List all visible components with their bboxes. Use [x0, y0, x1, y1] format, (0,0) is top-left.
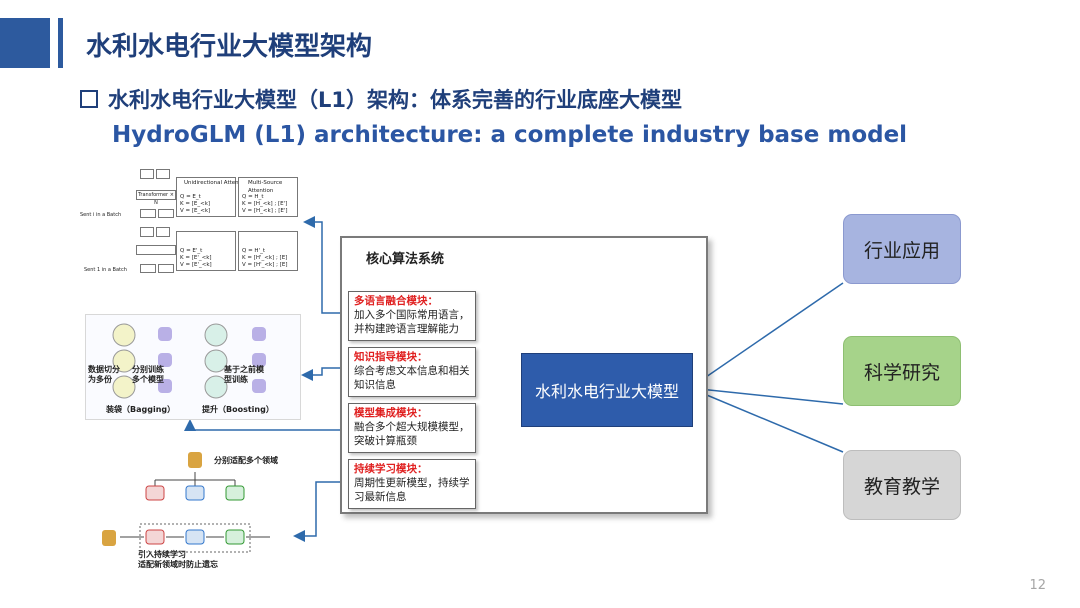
page-title: 水利水电行业大模型架构	[86, 32, 373, 62]
sent-i-label: Sent i in a Batch	[80, 212, 122, 218]
module-desc: 周期性更新模型，持续学	[354, 477, 470, 489]
attention-formula: Q = E_t	[180, 194, 201, 200]
bullet-square-icon	[80, 90, 98, 108]
token-box	[140, 227, 154, 237]
attention-formula: K = [H_<k] ; [E']	[242, 201, 288, 207]
continual-label: 适配新领域时防止遗忘	[138, 560, 218, 569]
multi-source-attention-box	[238, 231, 298, 271]
attention-diagram: Transformer × N Sent i in a Batch Unidir…	[80, 165, 300, 280]
module-title: 知识指导模块：	[354, 351, 428, 363]
module-continual-learning: 持续学习模块： 周期性更新模型，持续学 习最新信息	[348, 459, 476, 509]
token-box	[158, 264, 174, 273]
multi-source-attention-box	[238, 177, 298, 217]
hydro-model-box: 水利水电行业大模型	[521, 353, 693, 427]
module-desc: 融合多个超大规模模型，	[354, 421, 470, 433]
app-research: 科学研究	[843, 336, 961, 406]
subtitle-chinese: 水利水电行业大模型（L1）架构：体系完善的行业底座大模型	[108, 88, 682, 112]
app-industry: 行业应用	[843, 214, 961, 284]
module-desc: 知识信息	[354, 379, 396, 391]
unidirectional-attention-box	[176, 231, 236, 271]
sent-1-label: Sent 1 in a Batch	[84, 267, 127, 273]
token-box	[140, 264, 156, 273]
header-accent-bar	[58, 18, 63, 68]
ensemble-label: 基于之前模型训练	[224, 365, 264, 384]
attention-formula: Q = H'_t	[242, 248, 265, 254]
module-desc: 加入多个国际常用语言，	[354, 309, 470, 321]
token-box	[156, 227, 170, 237]
module-title: 模型集成模块：	[354, 407, 428, 419]
boosting-label: 提升（Boosting）	[202, 405, 274, 414]
attention-formula: K = [E_<k]	[180, 201, 211, 207]
continual-learning-illustration	[102, 452, 270, 553]
attention-formula: K = [E'_<k]	[180, 255, 212, 261]
core-system-title: 核心算法系统	[366, 252, 445, 267]
attention-label: Multi-Source Attention	[248, 180, 283, 194]
module-title: 持续学习模块：	[354, 463, 428, 475]
attention-formula: V = [H'_<k] ; [E]	[242, 262, 288, 268]
module-multilingual: 多语言融合模块： 加入多个国际常用语言， 并构建跨语言理解能力	[348, 291, 476, 341]
continual-label: 引入持续学习	[138, 550, 186, 559]
module-desc: 综合考虑文本信息和相关	[354, 365, 470, 377]
attention-formula: V = [H_<k] ; [E']	[242, 208, 288, 214]
token-box	[158, 209, 174, 218]
app-education: 教育教学	[843, 450, 961, 520]
attention-formula: Q = E'_t	[180, 248, 203, 254]
module-desc: 并构建跨语言理解能力	[354, 323, 459, 335]
transformer-block: Transformer × N	[136, 190, 176, 206]
attention-formula: V = [E'_<k]	[180, 262, 212, 268]
ensemble-label: 数据切分为多份	[88, 365, 120, 384]
module-desc: 突破计算瓶颈	[354, 435, 417, 447]
token-box	[140, 209, 156, 218]
subtitle-english: HydroGLM (L1) architecture: a complete i…	[112, 122, 908, 148]
module-desc: 习最新信息	[354, 491, 407, 503]
continual-learning-diagram: 分别适配多个领域 引入持续学习 适配新领域时防止遗忘	[100, 448, 300, 570]
token-box	[140, 169, 154, 179]
bagging-label: 装袋（Bagging）	[106, 405, 176, 414]
page-number: 12	[1029, 578, 1046, 593]
ensemble-illustration	[112, 323, 266, 399]
transformer-block	[136, 245, 176, 255]
core-algorithm-system: 核心算法系统 多语言融合模块： 加入多个国际常用语言， 并构建跨语言理解能力 知…	[340, 236, 708, 514]
module-ensemble: 模型集成模块： 融合多个超大规模模型， 突破计算瓶颈	[348, 403, 476, 453]
ensemble-diagram: 数据切分为多份 分别训练多个模型 基于之前模型训练 装袋（Bagging） 提升…	[85, 314, 301, 420]
module-knowledge: 知识指导模块： 综合考虑文本信息和相关 知识信息	[348, 347, 476, 397]
header-accent-block	[0, 18, 50, 68]
continual-label: 分别适配多个领域	[214, 456, 278, 465]
attention-formula: Q = H_t	[242, 194, 264, 200]
attention-label: Unidirectional Attention	[184, 180, 250, 186]
token-box	[156, 169, 170, 179]
module-title: 多语言融合模块：	[354, 295, 438, 307]
ensemble-label: 分别训练多个模型	[132, 365, 164, 384]
attention-formula: K = [H'_<k] ; [E]	[242, 255, 288, 261]
unidirectional-attention-box	[176, 177, 236, 217]
attention-formula: V = [E_<k]	[180, 208, 211, 214]
